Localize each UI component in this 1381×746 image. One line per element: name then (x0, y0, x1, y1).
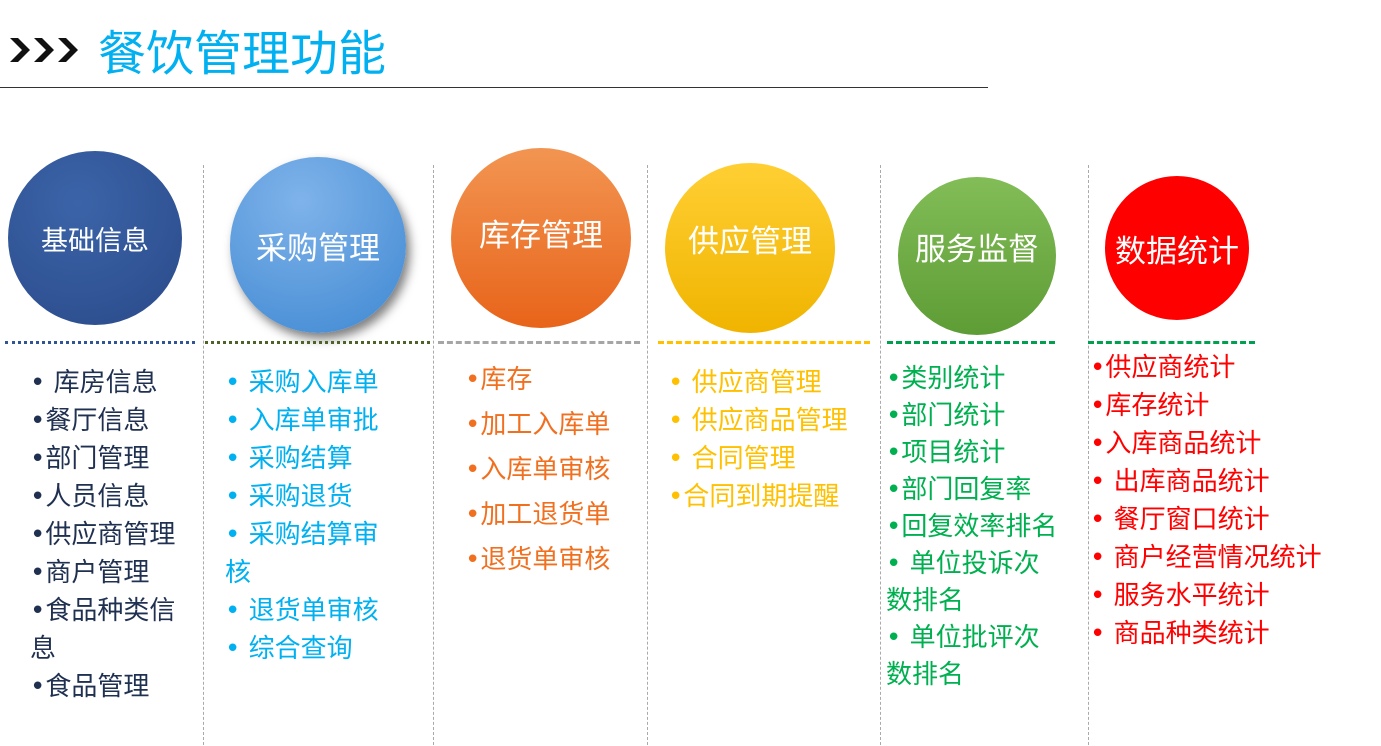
list-item: • 入库单审批 (225, 406, 379, 436)
basic-info-list: • 库房信息 •餐厅信息 •部门管理 •人员信息 •供应商管理 •商户管理 •食… (30, 364, 200, 706)
list-item: • 采购结算审核 (225, 520, 379, 588)
circle-label: 基础信息 (41, 225, 149, 257)
circle-service: 服务监督 (898, 177, 1056, 335)
column-underline (1088, 341, 1255, 344)
circle-label: 数据统计 (1115, 233, 1239, 270)
circle-label: 服务监督 (915, 231, 1039, 268)
circle-label: 库存管理 (479, 218, 603, 254)
circle-statistics: 数据统计 (1105, 176, 1249, 320)
list-item: • 合同管理 (668, 444, 796, 474)
triple-chevron-right-icon (10, 38, 78, 62)
inventory-list: •库存 •加工入库单 •入库单审核 •加工退货单 •退货单审核 (465, 358, 635, 583)
column-underline (5, 341, 195, 344)
circle-label: 供应管理 (688, 223, 812, 260)
list-item: •类别统计 (886, 364, 1006, 394)
column-underline (438, 341, 640, 344)
circle-supply: 供应管理 (665, 163, 835, 333)
column-separator (880, 165, 881, 745)
list-item: • 出库商品统计 (1090, 467, 1270, 497)
statistics-list: •供应商统计 •库存统计 •入库商品统计 • 出库商品统计 • 餐厅窗口统计 •… (1090, 349, 1380, 653)
list-item: •加工入库单 (465, 410, 611, 440)
list-item: • 商户经营情况统计 (1090, 543, 1322, 573)
list-item: •商户管理 (30, 558, 150, 588)
list-item: •库存统计 (1090, 391, 1210, 421)
purchase-list: • 采购入库单 • 入库单审批 • 采购结算 • 采购退货 • 采购结算审核 •… (225, 364, 400, 668)
list-item: •合同到期提醒 (668, 482, 840, 512)
list-item: • 退货单审核 (225, 596, 379, 626)
list-item: •供应商管理 (30, 520, 176, 550)
list-item: • 餐厅窗口统计 (1090, 505, 1270, 535)
page-title: 餐饮管理功能 (98, 26, 387, 82)
list-item: • 单位投诉次数排名 (886, 549, 1040, 616)
list-item: •食品种类信息 (30, 596, 176, 664)
title-divider (0, 87, 988, 88)
list-item: •入库商品统计 (1090, 429, 1262, 459)
circle-inventory: 库存管理 (451, 148, 631, 328)
list-item: •加工退货单 (465, 500, 611, 530)
list-item: •人员信息 (30, 482, 150, 512)
list-item: •入库单审核 (465, 455, 611, 485)
column-separator (647, 165, 648, 745)
list-item: •部门统计 (886, 401, 1006, 431)
column-separator (1088, 165, 1089, 745)
list-item: •部门回复率 (886, 475, 1032, 505)
list-item: • 单位批评次数排名 (886, 623, 1040, 690)
list-item: •食品管理 (30, 672, 150, 702)
list-item: •部门管理 (30, 444, 150, 474)
list-item: •回复效率排名 (886, 512, 1058, 542)
list-item: • 综合查询 (225, 634, 353, 664)
circle-basic-info: 基础信息 (8, 151, 182, 325)
list-item: • 商品种类统计 (1090, 619, 1270, 649)
list-item: •项目统计 (886, 438, 1006, 468)
list-item: • 采购退货 (225, 482, 353, 512)
list-item: • 采购结算 (225, 444, 353, 474)
list-item: •库存 (465, 365, 533, 395)
circle-purchase: 采购管理 (230, 157, 406, 333)
column-separator (433, 165, 434, 745)
list-item: • 服务水平统计 (1090, 581, 1270, 611)
list-item: • 供应商品管理 (668, 406, 848, 436)
column-underline (658, 341, 870, 344)
circle-label: 采购管理 (256, 230, 380, 267)
list-item: • 库房信息 (30, 368, 158, 398)
column-underline (887, 341, 1055, 344)
column-separator (203, 165, 204, 745)
supply-list: • 供应商管理 • 供应商品管理 • 合同管理 •合同到期提醒 (668, 364, 878, 516)
list-item: •供应商统计 (1090, 353, 1236, 383)
service-list: •类别统计 •部门统计 •项目统计 •部门回复率 •回复效率排名 • 单位投诉次… (886, 361, 1058, 694)
list-item: • 采购入库单 (225, 368, 379, 398)
list-item: •餐厅信息 (30, 406, 150, 436)
list-item: •退货单审核 (465, 545, 611, 575)
list-item: • 供应商管理 (668, 368, 822, 398)
column-underline (205, 341, 430, 344)
